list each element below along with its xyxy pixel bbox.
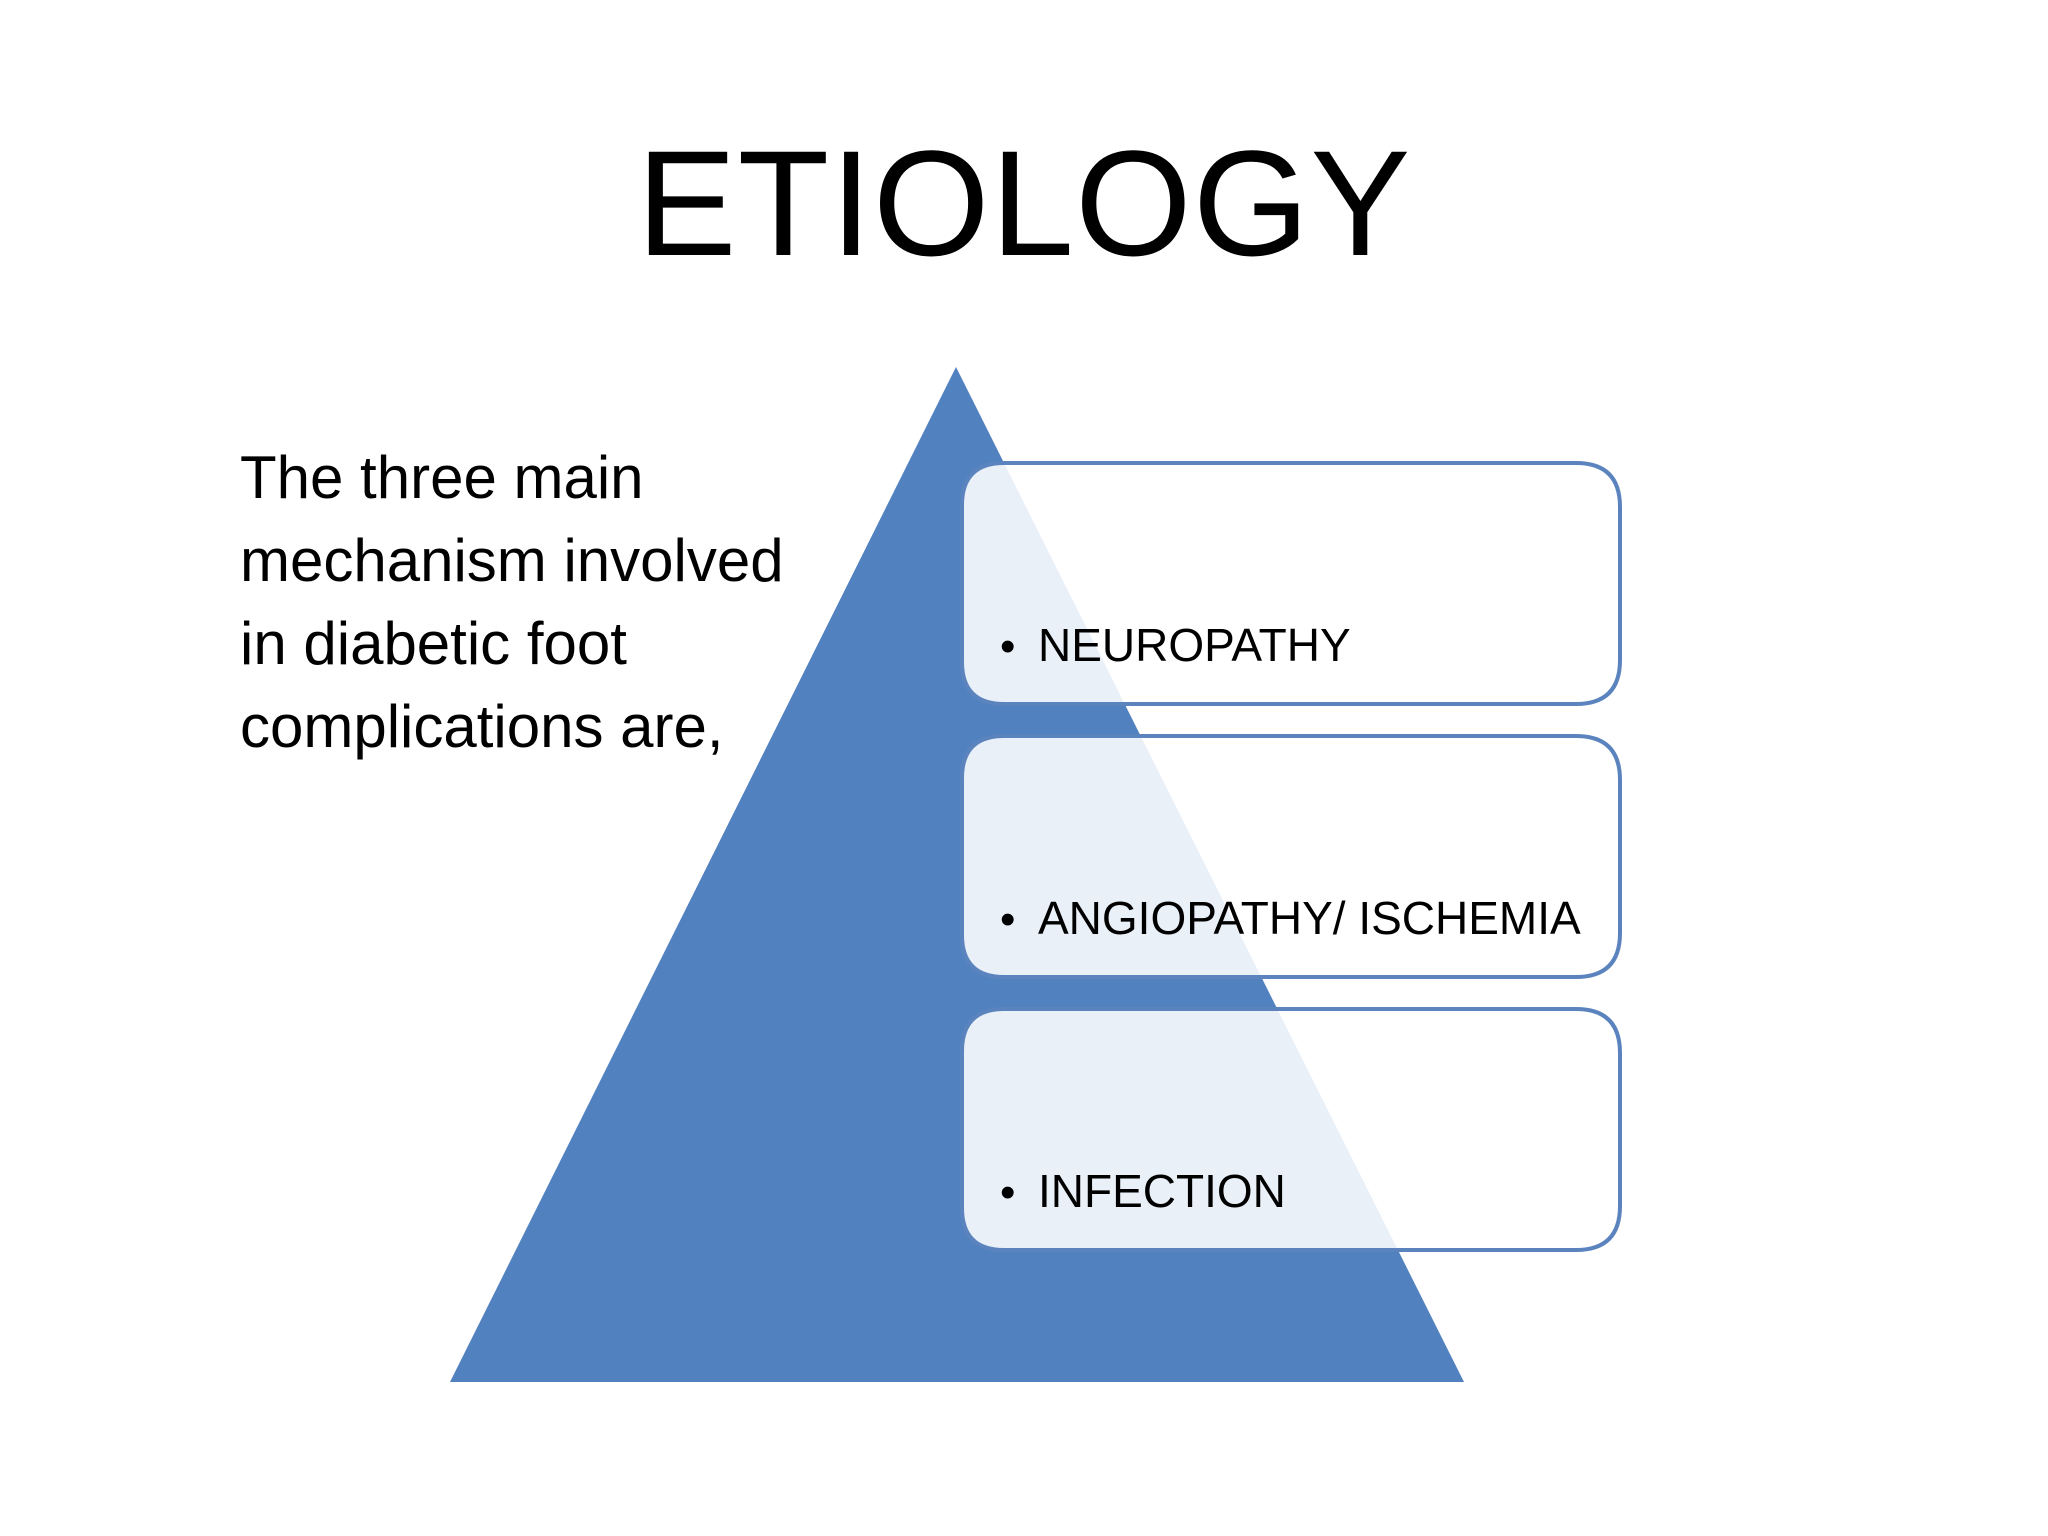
list-box-1 bbox=[960, 461, 1622, 706]
list-item-label: NEUROPATHY bbox=[1038, 619, 1351, 671]
list-item-angiopathy: • ANGIOPATHY/ ISCHEMIA bbox=[1000, 893, 1581, 945]
bullet-icon: • bbox=[1000, 895, 1016, 944]
list-box-2 bbox=[960, 734, 1622, 979]
list-item-neuropathy: • NEUROPATHY bbox=[1000, 620, 1351, 672]
bullet-icon: • bbox=[1000, 622, 1016, 671]
intro-text: The three main mechanism involved in dia… bbox=[240, 444, 784, 760]
list-box-3 bbox=[960, 1007, 1622, 1252]
box-3-outline bbox=[960, 1007, 1622, 1252]
slide-title: ETIOLOGY bbox=[636, 119, 1412, 287]
list-item-label: ANGIOPATHY/ ISCHEMIA bbox=[1038, 892, 1581, 944]
box-2-outline bbox=[960, 734, 1622, 979]
box-1-outline bbox=[960, 461, 1622, 706]
list-item-infection: • INFECTION bbox=[1000, 1166, 1286, 1218]
list-item-label: INFECTION bbox=[1038, 1165, 1286, 1217]
bullet-icon: • bbox=[1000, 1168, 1016, 1217]
